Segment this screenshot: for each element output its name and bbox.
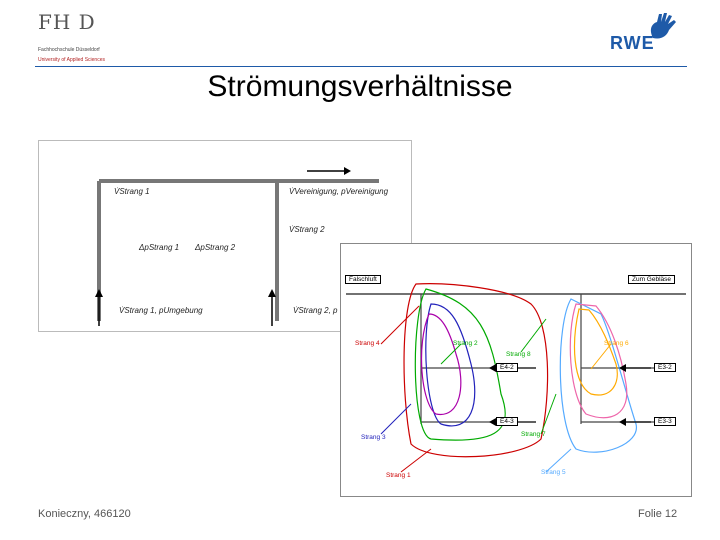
strang8-label: Strang 8	[506, 351, 531, 358]
header-divider	[35, 66, 687, 67]
e3-2-box: E3-2	[654, 363, 676, 372]
e4-2-box: E4-2	[496, 363, 518, 372]
label-v-strang1: V̇Strang 1	[114, 187, 150, 196]
detailed-diagram-lines	[346, 283, 686, 473]
e3-3-box: E3-3	[654, 417, 676, 426]
rwe-hand-icon	[650, 13, 676, 39]
label-dp-strang1: ΔpStrang 1	[139, 243, 180, 252]
e4-3-box: E4-3	[496, 417, 518, 426]
strang4-label: Strang 4	[355, 340, 380, 347]
university-name: University of Applied Sciences	[38, 57, 105, 63]
footer-page-number: Folie 12	[638, 508, 678, 520]
footer-author: Konieczny, 466120	[38, 508, 131, 520]
label-dp-strang2: ΔpStrang 2	[195, 243, 236, 252]
simple-diagram-lines	[95, 167, 379, 326]
slide-title: Strömungsverhältnisse	[207, 70, 513, 103]
strang1-label: Strang 1	[386, 472, 411, 479]
label-v-strang2: V̇Strang 2	[289, 225, 325, 234]
strang6-label: Strang 6	[604, 340, 629, 347]
rwe-logo: RWE	[610, 33, 655, 53]
strang2-label: Strang 2	[453, 340, 478, 347]
flow-diagram-detailed: Falschluft Zum Gebläse E4-2 E4-3 E3-2 E3…	[340, 243, 692, 497]
falschluft-box: Falschluft	[345, 275, 381, 284]
fhd-logo: FH D	[38, 10, 96, 34]
label-v-strang1-umgebung: V̇Strang 1, pUmgebung	[119, 306, 203, 315]
label-v-vereinigung: V̇Vereinigung, pVereinigung	[289, 187, 389, 196]
strang3-label: Strang 3	[361, 434, 386, 441]
zum-geblaese-box: Zum Gebläse	[628, 275, 676, 284]
school-name: Fachhochschule Düsseldorf	[38, 47, 100, 53]
strang5-label: Strang 5	[541, 469, 566, 476]
strang7-label: Strang 7	[521, 431, 546, 438]
label-v-strang2-p: V̇Strang 2, p	[293, 306, 338, 315]
